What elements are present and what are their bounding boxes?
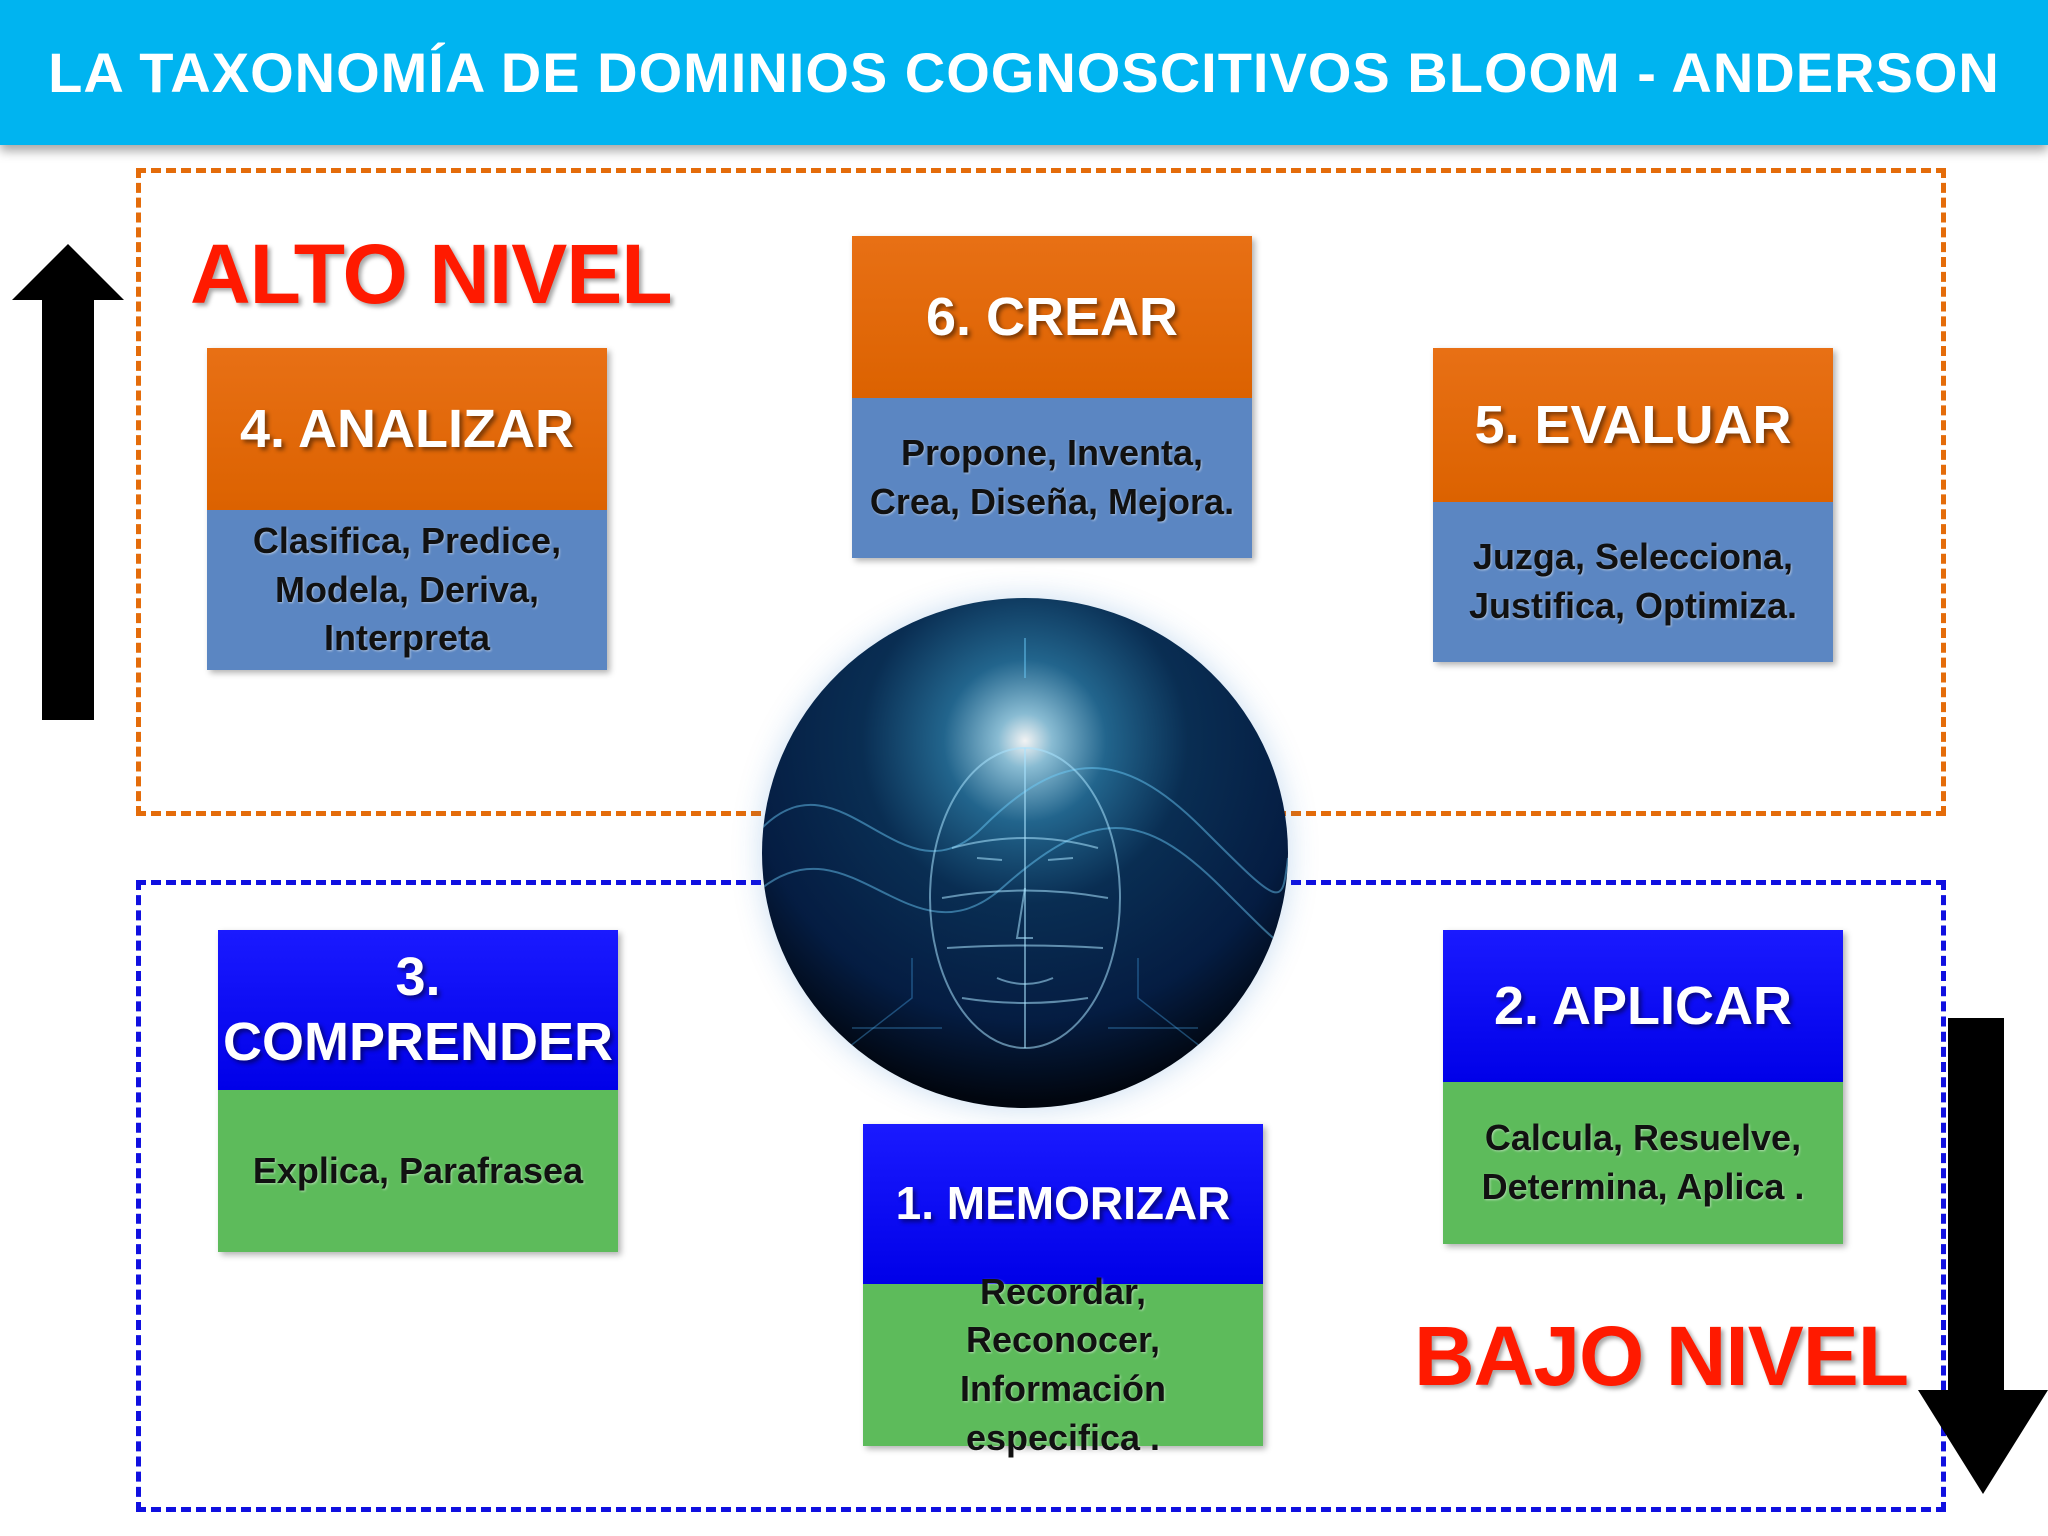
card-evaluar: 5. EVALUAR Juzga, Selecciona, Justifica,… — [1433, 348, 1833, 662]
card-crear-title: 6. CREAR — [852, 236, 1252, 398]
card-comprender: 3. COMPRENDER Explica, Parafrasea — [218, 930, 618, 1252]
card-analizar-verbs: Clasifica, Predice, Modela, Deriva, Inte… — [207, 510, 607, 670]
card-evaluar-title: 5. EVALUAR — [1433, 348, 1833, 502]
arrow-up-icon — [12, 244, 124, 720]
card-analizar: 4. ANALIZAR Clasifica, Predice, Modela, … — [207, 348, 607, 670]
card-analizar-title: 4. ANALIZAR — [207, 348, 607, 510]
card-comprender-title: 3. COMPRENDER — [218, 930, 618, 1090]
card-memorizar-title: 1. MEMORIZAR — [863, 1124, 1263, 1284]
card-memorizar: 1. MEMORIZAR Recordar, Reconocer, Inform… — [863, 1124, 1263, 1458]
page-title: LA TAXONOMÍA DE DOMINIOS COGNOSCITIVOS B… — [48, 41, 2000, 104]
high-level-label: ALTO NIVEL — [190, 227, 673, 321]
card-crear-verbs: Propone, Inventa, Crea, Diseña, Mejora. — [852, 398, 1252, 558]
low-level-label: BAJO NIVEL — [1414, 1309, 1909, 1403]
card-memorizar-verbs: Recordar, Reconocer, Información especif… — [863, 1271, 1263, 1458]
card-evaluar-verbs: Juzga, Selecciona, Justifica, Optimiza. — [1433, 502, 1833, 662]
card-aplicar-title: 2. APLICAR — [1443, 930, 1843, 1082]
card-aplicar-verbs: Calcula, Resuelve, Determina, Aplica . — [1443, 1082, 1843, 1244]
arrow-down-icon — [1918, 1018, 2048, 1494]
card-comprender-verbs: Explica, Parafrasea — [218, 1090, 618, 1252]
title-banner: LA TAXONOMÍA DE DOMINIOS COGNOSCITIVOS B… — [0, 0, 2048, 145]
card-aplicar: 2. APLICAR Calcula, Resuelve, Determina,… — [1443, 930, 1843, 1244]
card-crear: 6. CREAR Propone, Inventa, Crea, Diseña,… — [852, 236, 1252, 558]
digital-head-icon — [762, 598, 1288, 1108]
